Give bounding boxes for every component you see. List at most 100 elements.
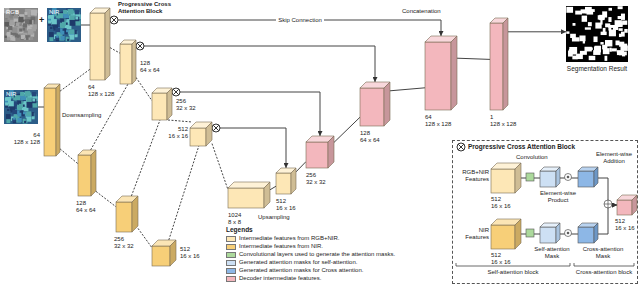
image-speck xyxy=(22,35,27,40)
text-label: 64 xyxy=(88,84,95,91)
bracket xyxy=(574,263,634,266)
feature-block: 25632 x 32 xyxy=(306,136,334,168)
image-speck xyxy=(68,9,74,15)
text-label: 32 x 32 xyxy=(306,179,326,186)
image-speck xyxy=(30,25,32,27)
image-speck xyxy=(19,104,23,108)
text-label: 256 xyxy=(114,236,124,243)
text-label: Element-wise Addition xyxy=(592,151,636,165)
image-speck xyxy=(19,16,25,22)
image-speck xyxy=(601,32,607,35)
image-speck xyxy=(69,35,74,40)
conv-layer xyxy=(526,173,534,181)
feature-block: 10248 x 8 xyxy=(228,182,270,208)
image-speck xyxy=(619,28,623,31)
image-panel: NIR xyxy=(4,90,38,124)
image-speck xyxy=(608,17,611,22)
cuboid xyxy=(306,136,334,168)
image-ground xyxy=(4,90,38,124)
otimes-symbol xyxy=(212,124,220,132)
image-speck xyxy=(566,31,569,33)
cuboid-front xyxy=(306,142,328,168)
cuboid-side xyxy=(132,196,138,232)
image-speck xyxy=(615,40,619,45)
text-label: RGB xyxy=(6,9,19,16)
connector xyxy=(131,120,160,196)
image-speck xyxy=(582,16,587,22)
text-label: 256 xyxy=(306,172,316,179)
connector xyxy=(60,69,90,91)
connector xyxy=(212,144,228,190)
image-ground xyxy=(566,6,628,62)
image-speck xyxy=(5,102,8,105)
image-speck xyxy=(75,17,80,22)
cuboid-front xyxy=(490,23,503,110)
image-speck xyxy=(60,31,64,35)
text-label: 128 xyxy=(140,60,150,67)
feature-block: 64128 x 128 xyxy=(44,84,60,156)
connector xyxy=(168,120,192,122)
image-speck xyxy=(26,117,31,122)
text-label: 512 xyxy=(276,198,286,205)
cuboid-front xyxy=(491,225,515,249)
image-speck xyxy=(611,48,617,51)
image-speck xyxy=(49,37,53,41)
text-label: Segmentation Result xyxy=(566,65,628,72)
text-label: 64 xyxy=(425,114,432,121)
text-label: Self-attention Mask xyxy=(530,246,574,260)
image-speck xyxy=(21,35,25,39)
cuboid-side xyxy=(384,82,390,126)
cross-attention-symbols xyxy=(110,16,465,151)
cuboid-front xyxy=(78,155,91,196)
cuboid-side xyxy=(264,182,270,208)
text-label: 512 xyxy=(615,218,625,225)
odot-dot xyxy=(567,232,569,234)
mask-front xyxy=(540,171,556,187)
text-label: NIR xyxy=(6,91,16,98)
image-speck xyxy=(62,22,66,26)
image-speck xyxy=(619,34,622,37)
feature-block: 51216 x 16 xyxy=(190,122,212,146)
feature-block: 12864 x 64 xyxy=(78,150,96,196)
mask-side xyxy=(556,167,560,187)
cuboid xyxy=(360,82,390,126)
cuboid-side xyxy=(515,163,521,193)
text-label: Self-attention block xyxy=(456,269,570,276)
cuboid xyxy=(116,196,138,232)
image-panel: NIR xyxy=(47,8,81,42)
text-label: 128 x 128 xyxy=(2,139,40,146)
text-label: Legends xyxy=(226,226,253,233)
connector xyxy=(270,186,276,190)
image-speck xyxy=(70,20,76,26)
feature-block: 51216 x 16 xyxy=(276,168,296,194)
connector xyxy=(457,58,490,59)
text-label: 16 x 16 xyxy=(615,225,635,232)
image-speck xyxy=(70,29,75,34)
cuboid-side xyxy=(105,8,110,80)
cuboid-side xyxy=(632,195,637,215)
otimes-cross xyxy=(213,125,219,131)
cuboid-side xyxy=(56,84,60,156)
cross-attention-mask xyxy=(578,167,598,187)
brackets xyxy=(456,263,634,266)
image-speck xyxy=(30,37,33,40)
cuboid-front xyxy=(90,13,105,80)
cuboid-side xyxy=(291,168,296,194)
odot-ring xyxy=(565,174,572,181)
text-label: 256 xyxy=(176,98,186,105)
image-speck xyxy=(617,23,622,27)
otimes-ring xyxy=(110,16,118,24)
image-speck xyxy=(55,36,59,40)
text-label: 128 xyxy=(360,130,370,137)
otimes-ring xyxy=(457,143,465,151)
image-speck xyxy=(18,17,23,22)
cuboid-front xyxy=(152,246,170,266)
cuboid-front xyxy=(44,88,56,156)
text-label: Generated attention masks for Cross atte… xyxy=(239,267,363,274)
text-label: Downsampling xyxy=(62,112,101,119)
otimes-ring xyxy=(136,42,144,50)
cuboid-side xyxy=(167,88,172,120)
text-label: 128 x 128 xyxy=(490,121,516,128)
image-speck xyxy=(621,32,625,37)
